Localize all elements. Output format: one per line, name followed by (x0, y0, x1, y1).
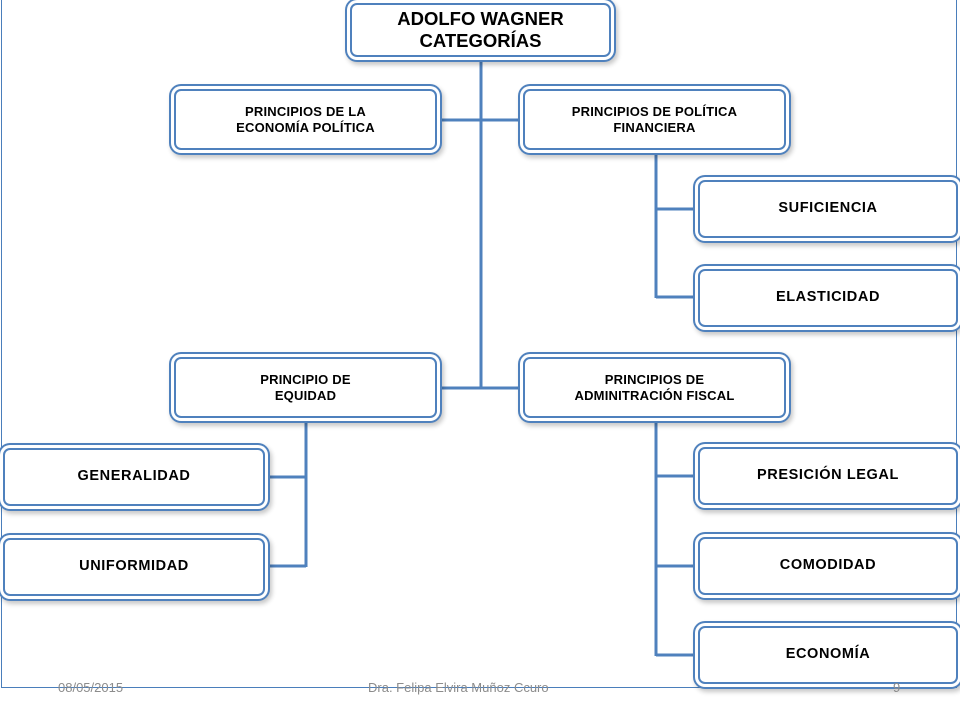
elasticidad-node: ELASTICIDAD (698, 269, 958, 327)
equidad-node: PRINCIPIO DE EQUIDAD (174, 357, 437, 418)
presicion-legal-node: PRESICIÓN LEGAL (698, 447, 958, 505)
suficiencia-node: SUFICIENCIA (698, 180, 958, 238)
economia-politica-node: PRINCIPIOS DE LA ECONOMÍA POLÍTICA (174, 89, 437, 150)
footer-page-number: 9 (893, 680, 901, 695)
economia-node: ECONOMÍA (698, 626, 958, 684)
generalidad-node: GENERALIDAD (3, 448, 265, 506)
uniformidad-node: UNIFORMIDAD (3, 538, 265, 596)
footer-date: 08/05/2015 (58, 680, 124, 695)
administracion-fiscal-node: PRINCIPIOS DE ADMINITRACIÓN FISCAL (523, 357, 786, 418)
footer-author: Dra. Felipa Elvira Muñoz Ccuro (368, 680, 549, 695)
slide-frame (1, 0, 957, 688)
comodidad-node: COMODIDAD (698, 537, 958, 595)
politica-financiera-node: PRINCIPIOS DE POLÍTICA FINANCIERA (523, 89, 786, 150)
root-node: ADOLFO WAGNER CATEGORÍAS (350, 3, 611, 57)
